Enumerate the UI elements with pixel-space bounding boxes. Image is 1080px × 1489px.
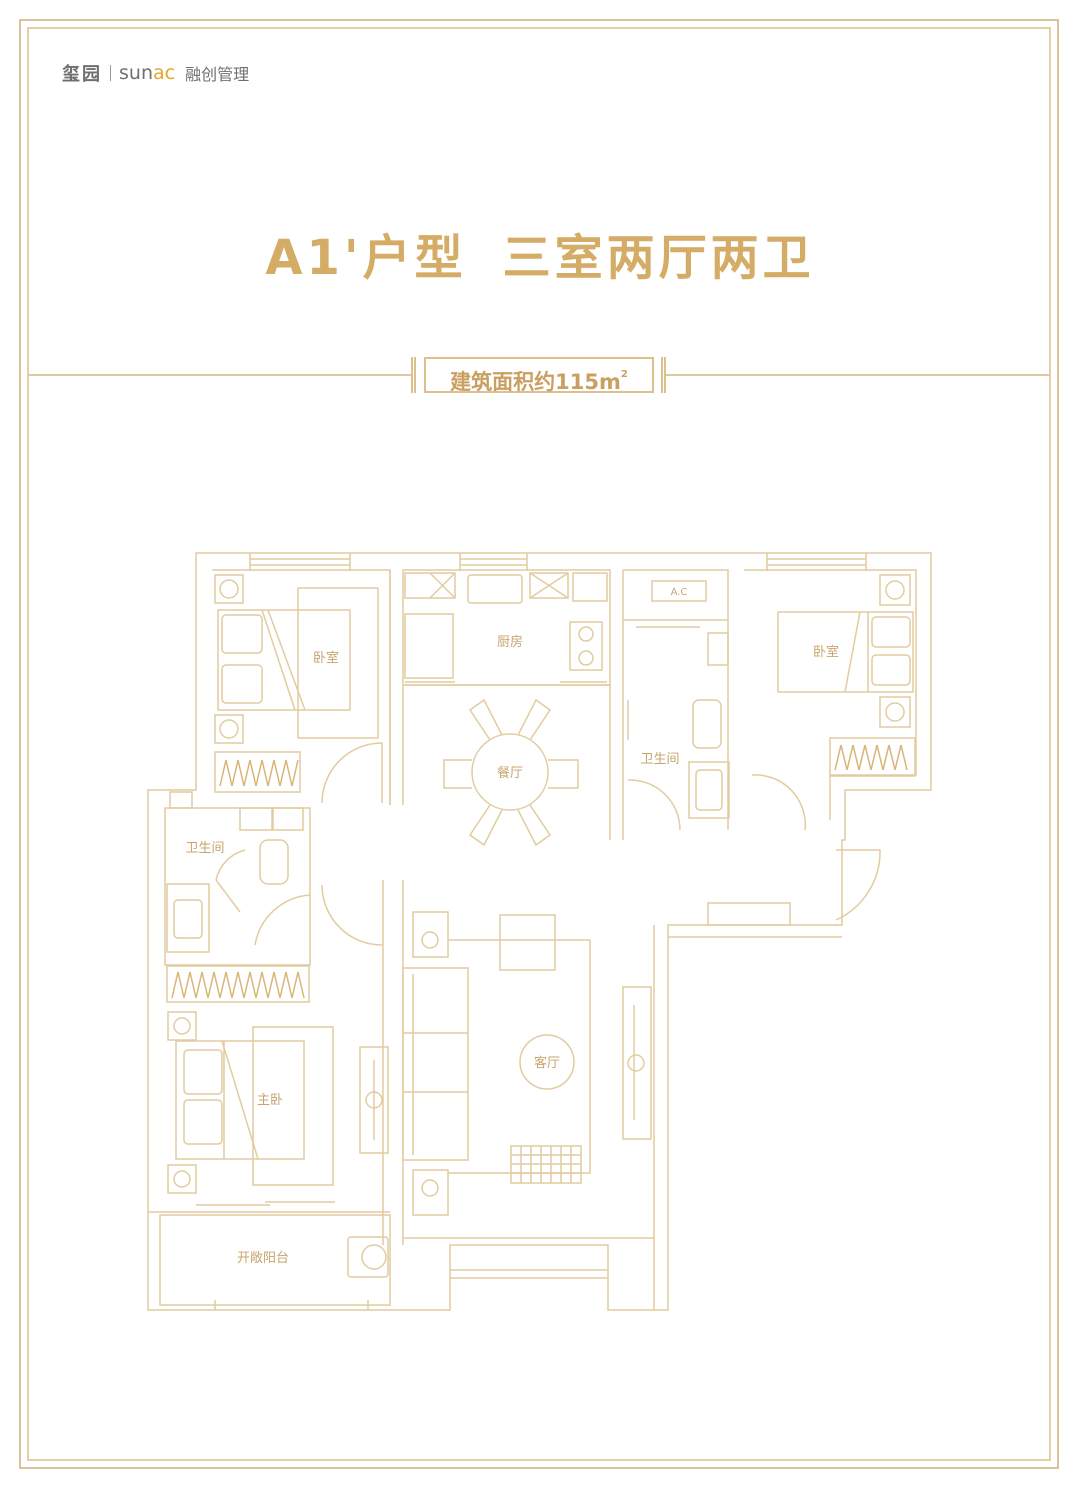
washer-icon — [347, 1236, 389, 1278]
ac-unit — [651, 580, 707, 602]
divider-right — [666, 374, 1050, 376]
armchair — [499, 914, 556, 971]
label-ac: A.C — [671, 587, 688, 598]
bed-nw — [217, 609, 351, 711]
label-kitchen: 厨房 — [497, 634, 523, 650]
page-title: A1'户型三室两厅两卫 — [0, 218, 1080, 288]
bed-ne — [777, 611, 914, 693]
label-bath-ne: 卫生间 — [640, 752, 679, 767]
stove-icon — [569, 621, 603, 671]
outer-frame — [19, 19, 1059, 1469]
company-name: 融创管理 — [185, 65, 250, 84]
vanity-w — [166, 883, 210, 953]
label-bath-w: 卫生间 — [185, 841, 224, 856]
door-bath-w — [254, 884, 383, 946]
inner-frame — [27, 27, 1051, 1461]
label-master-bedroom: 主卧 — [257, 1093, 283, 1108]
unit-layout: 三室两厅两卫 — [502, 230, 815, 286]
label-bedroom-ne: 卧室 — [813, 644, 839, 660]
area-bracket-right — [661, 357, 666, 393]
area-unit-superscript: 2 — [620, 369, 628, 380]
tv-master — [359, 1046, 389, 1154]
bath-w-walls — [164, 807, 311, 966]
door-bath-ne — [627, 700, 681, 831]
dining-table — [471, 733, 549, 811]
area-badge: 建筑面积约115m2 — [424, 357, 654, 394]
outer-walls — [147, 552, 932, 1311]
entry-door — [835, 849, 881, 921]
brand-separator — [110, 65, 111, 81]
coffee-table — [519, 1034, 575, 1090]
sink-icon — [467, 574, 523, 604]
label-living: 客厅 — [534, 1055, 560, 1071]
window-ne — [766, 553, 867, 571]
wardrobe-master — [166, 965, 310, 1003]
window-nw — [249, 553, 351, 571]
bed-master — [175, 1040, 305, 1160]
toilet-w — [259, 839, 289, 885]
sunac-logo: SUNac — [119, 62, 175, 84]
unit-type: A1'户型 — [265, 230, 467, 286]
tv-living — [622, 986, 652, 1140]
brand-header: 玺园 SUNac 融创管理 — [62, 60, 249, 86]
toilet-ne — [692, 699, 722, 749]
door-bedroom-ne — [751, 774, 807, 831]
nightstand-icon — [214, 574, 244, 604]
label-dining: 餐厅 — [497, 765, 523, 781]
balcony-area — [159, 1214, 391, 1306]
area-label: 建筑面积约115m — [450, 370, 621, 394]
divider-left — [29, 374, 413, 376]
label-balcony: 开敞阳台 — [237, 1250, 289, 1266]
wardrobe-nw — [214, 751, 301, 793]
window-kitchen — [459, 553, 528, 571]
door-nw — [321, 742, 383, 804]
area-bracket-left — [411, 357, 416, 393]
shoe-cabinet — [707, 902, 791, 926]
vanity-ne — [688, 761, 730, 819]
sunac-logo-ac: ac — [152, 62, 176, 84]
sofa — [402, 967, 469, 1161]
label-bedroom-nw: 卧室 — [313, 650, 339, 666]
fridge-icon — [404, 613, 454, 679]
sunac-logo-sun: SUN — [119, 62, 153, 84]
wardrobe-ne — [829, 737, 916, 777]
project-logo: 玺园 — [62, 64, 102, 85]
